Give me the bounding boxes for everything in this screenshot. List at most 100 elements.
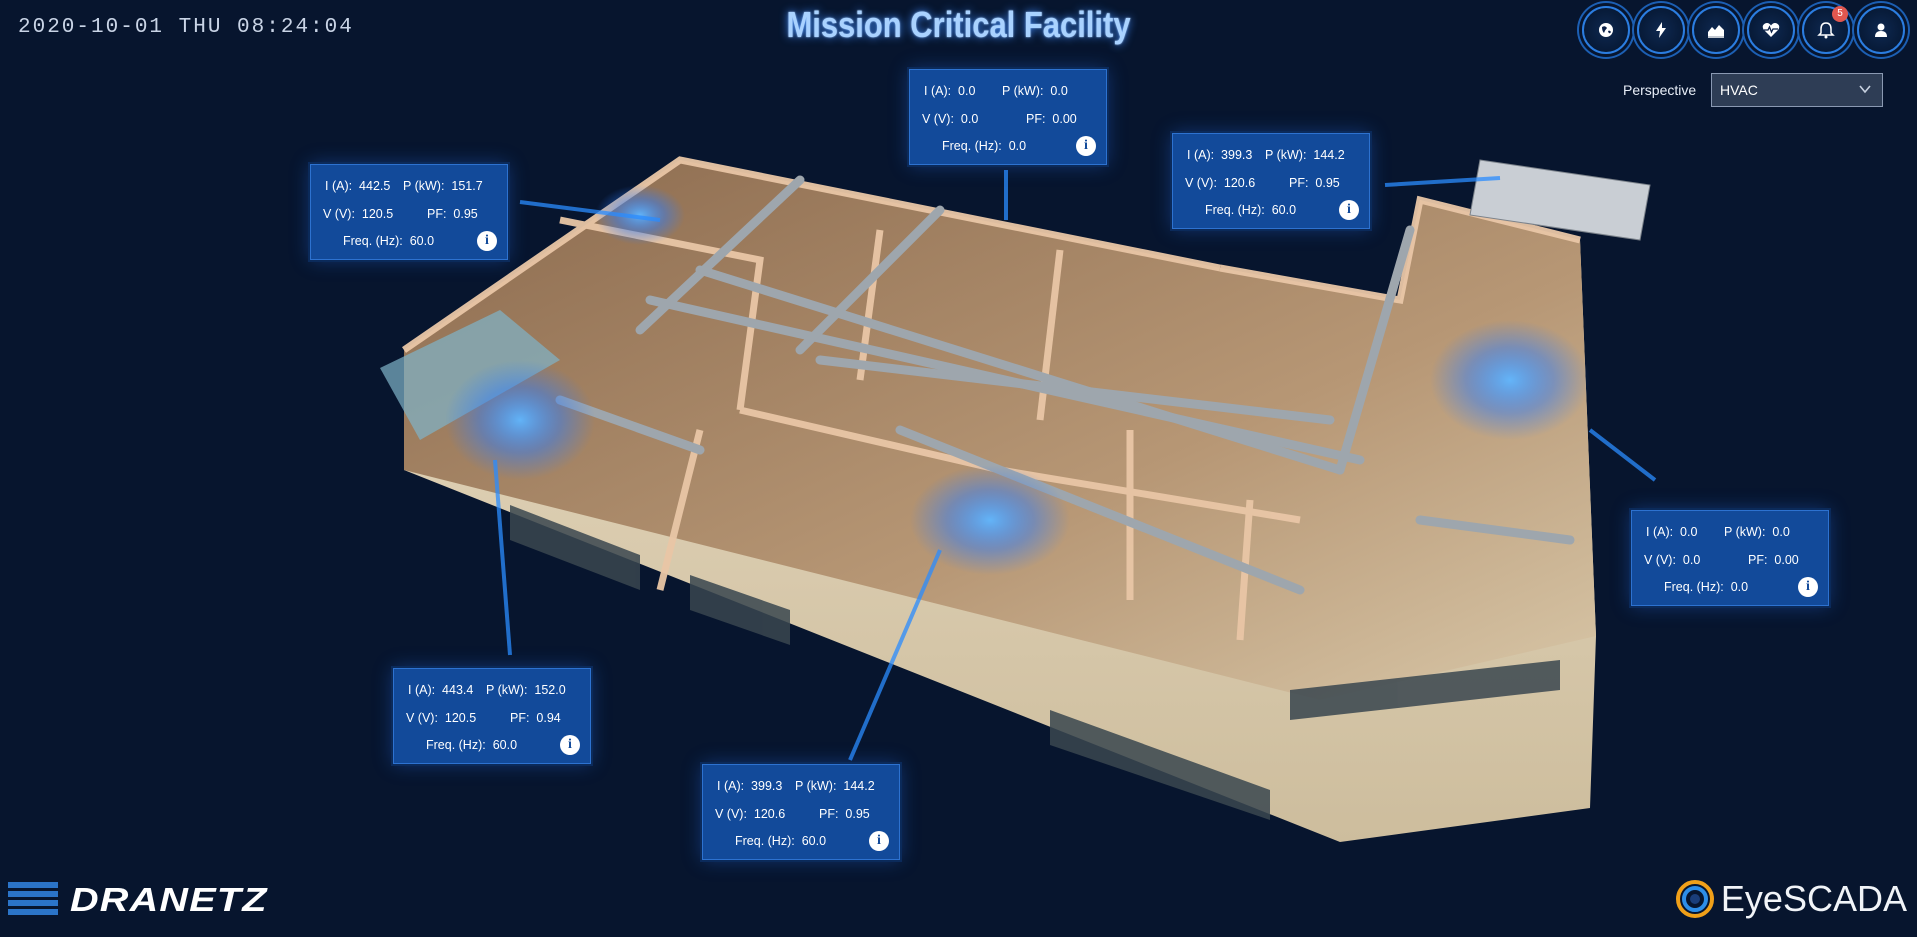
area-chart-icon[interactable] [1692, 6, 1740, 54]
freq-label: Freq. (Hz): [735, 834, 795, 848]
pf-label: PF: [1026, 112, 1046, 126]
globe-icon[interactable] [1582, 6, 1630, 54]
freq-label: Freq. (Hz): [1664, 580, 1724, 594]
info-icon[interactable]: i [1798, 577, 1818, 597]
pf-label: PF: [510, 711, 530, 725]
voltage-label: V (V): [922, 112, 954, 126]
meter-panel: I (A): 399.3 P (kW): 144.2 V (V): 120.6 … [702, 764, 900, 860]
info-icon[interactable]: i [560, 735, 580, 755]
lightning-icon[interactable] [1637, 6, 1685, 54]
current-label: I (A): [924, 84, 952, 98]
power-value: 0.0 [1050, 84, 1068, 98]
pf-value: 0.95 [453, 207, 478, 221]
hvac-glow [595, 185, 685, 245]
building-floor [404, 160, 1596, 700]
voltage-label: V (V): [406, 711, 438, 725]
voltage-label: V (V): [1644, 553, 1676, 567]
pf-value: 0.94 [536, 711, 561, 725]
power-label: P (kW): [403, 179, 445, 193]
voltage-value: 120.6 [1223, 176, 1256, 190]
heartbeat-icon[interactable] [1747, 6, 1795, 54]
freq-label: Freq. (Hz): [426, 738, 486, 752]
current-value: 0.0 [958, 84, 976, 98]
eyescada-logo: EyeSCADA [1675, 878, 1907, 920]
info-icon[interactable]: i [1339, 200, 1359, 220]
voltage-label: V (V): [323, 207, 355, 221]
info-icon[interactable]: i [477, 231, 497, 251]
perspective-label: Perspective [1623, 82, 1697, 98]
perspective-value: HVAC [1720, 82, 1758, 98]
freq-value: 60.0 [492, 738, 518, 752]
freq-label: Freq. (Hz): [1205, 203, 1265, 217]
facade-windows [510, 505, 1560, 820]
freq-value: 60.0 [1271, 203, 1297, 217]
power-value: 144.2 [1313, 148, 1345, 162]
bell-icon[interactable]: 5 [1802, 6, 1850, 54]
current-label: I (A): [325, 179, 353, 193]
dranetz-logo: DRANETZ [8, 880, 266, 920]
voltage-value: 0.0 [960, 112, 979, 126]
chevron-down-icon [1859, 85, 1871, 94]
meter-panel: I (A): 399.3 P (kW): 144.2 V (V): 120.6 … [1172, 133, 1370, 229]
freq-label: Freq. (Hz): [343, 234, 403, 248]
current-label: I (A): [1646, 525, 1674, 539]
eyescada-swirl-icon [1675, 880, 1714, 918]
current-value: 399.3 [1221, 148, 1253, 162]
current-value: 399.3 [751, 779, 783, 793]
pf-value: 0.00 [1774, 553, 1799, 567]
pf-label: PF: [427, 207, 447, 221]
pf-value: 0.00 [1052, 112, 1077, 126]
pf-label: PF: [1289, 176, 1309, 190]
power-value: 152.0 [534, 683, 566, 697]
eyescada-wordmark: EyeSCADA [1720, 878, 1907, 919]
toolbar: 5 [1582, 6, 1905, 54]
current-label: I (A): [717, 779, 745, 793]
voltage-label: V (V): [1185, 176, 1217, 190]
datetime-display: 2020-10-01 THU 08:24:04 [18, 16, 354, 39]
pf-value: 0.95 [845, 807, 870, 821]
rooftop-unit [1469, 159, 1651, 241]
hvac-glow [445, 360, 595, 480]
panel-connectors [493, 170, 1657, 761]
power-label: P (kW): [1002, 84, 1044, 98]
pf-label: PF: [819, 807, 839, 821]
notification-badge: 5 [1832, 6, 1848, 22]
freq-value: 0.0 [1730, 580, 1749, 594]
current-value: 443.4 [442, 683, 474, 697]
voltage-value: 120.5 [361, 207, 394, 221]
dranetz-mark-icon [8, 882, 58, 915]
hvac-ducts [555, 175, 1575, 595]
freq-label: Freq. (Hz): [942, 139, 1002, 153]
freq-value: 60.0 [801, 834, 827, 848]
freq-value: 60.0 [409, 234, 435, 248]
power-value: 151.7 [451, 179, 483, 193]
voltage-label: V (V): [715, 807, 747, 821]
perspective-select[interactable]: HVAC [1711, 73, 1883, 107]
pf-label: PF: [1748, 553, 1768, 567]
freq-value: 0.0 [1008, 139, 1027, 153]
building-balcony [380, 310, 560, 440]
meter-panel: I (A): 0.0 P (kW): 0.0 V (V): 0.0 PF: 0.… [909, 69, 1107, 165]
info-icon[interactable]: i [869, 831, 889, 851]
power-value: 144.2 [843, 779, 875, 793]
info-icon[interactable]: i [1076, 136, 1096, 156]
meter-panel: I (A): 442.5 P (kW): 151.7 V (V): 120.5 … [310, 164, 508, 260]
dranetz-wordmark: DRANETZ [70, 881, 268, 918]
meter-panel: I (A): 443.4 P (kW): 152.0 V (V): 120.5 … [393, 668, 591, 764]
power-value: 0.0 [1772, 525, 1790, 539]
page-title: Mission Critical Facility [786, 4, 1131, 45]
current-value: 442.5 [359, 179, 391, 193]
power-label: P (kW): [1724, 525, 1766, 539]
user-icon[interactable] [1857, 6, 1905, 54]
power-label: P (kW): [1265, 148, 1307, 162]
power-label: P (kW): [486, 683, 528, 697]
current-label: I (A): [1187, 148, 1215, 162]
voltage-value: 0.0 [1682, 553, 1701, 567]
voltage-value: 120.5 [444, 711, 477, 725]
hvac-glow [910, 465, 1070, 575]
meter-panel: I (A): 0.0 P (kW): 0.0 V (V): 0.0 PF: 0.… [1631, 510, 1829, 606]
current-value: 0.0 [1680, 525, 1698, 539]
pf-value: 0.95 [1315, 176, 1340, 190]
current-label: I (A): [408, 683, 436, 697]
